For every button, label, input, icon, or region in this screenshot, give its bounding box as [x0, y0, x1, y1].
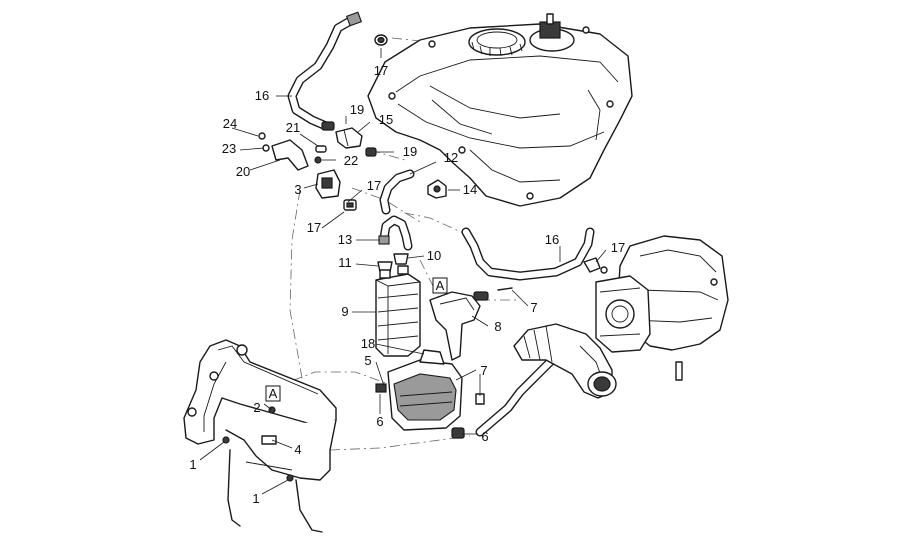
mounting-bracket — [258, 132, 309, 171]
check-valve-assembly — [314, 121, 377, 164]
callout-5: 5 — [364, 353, 371, 368]
charcoal-canister — [375, 265, 421, 357]
callout-17: 17 — [611, 240, 625, 255]
reference-mark-label: A — [269, 386, 278, 401]
callout-17: 17 — [307, 220, 321, 235]
callout-20: 20 — [236, 164, 250, 179]
callout-24: 24 — [223, 116, 237, 131]
callout-18: 18 — [361, 336, 375, 351]
callout-21: 21 — [286, 120, 300, 135]
reference-mark-label: A — [436, 278, 445, 293]
clips-6 — [451, 427, 465, 439]
callout-22: 22 — [344, 153, 358, 168]
canister-bracket — [429, 287, 513, 361]
callout-1: 1 — [189, 457, 196, 472]
callout-3: 3 — [294, 182, 301, 197]
hose-clamp-top — [374, 34, 388, 46]
callout-12: 12 — [444, 150, 458, 165]
callout-16: 16 — [545, 232, 559, 247]
callout-23: 23 — [222, 141, 236, 156]
callout-4: 4 — [294, 442, 301, 457]
callout-17: 17 — [374, 63, 388, 78]
hose-13 — [378, 215, 413, 251]
callout-6: 6 — [376, 414, 383, 429]
callout-2: 2 — [253, 400, 260, 415]
callout-17: 17 — [367, 178, 381, 193]
callout-8: 8 — [494, 319, 501, 334]
part-callouts: 17 16 19 15 24 21 23 22 19 20 12 3 17 14… — [189, 63, 625, 506]
throttle-body-assembly — [595, 235, 729, 381]
callout-7: 7 — [480, 363, 487, 378]
reference-mark-a-frame: A — [265, 385, 281, 402]
vent-hose-upper — [287, 11, 363, 131]
leader-lines — [199, 48, 607, 495]
canister-housing — [375, 349, 485, 431]
intake-boot — [513, 323, 617, 399]
callout-7: 7 — [530, 300, 537, 315]
callout-11: 11 — [338, 255, 352, 270]
clip-14 — [427, 179, 447, 199]
callout-6: 6 — [481, 429, 488, 444]
callout-19: 19 — [350, 102, 364, 117]
callout-10: 10 — [427, 248, 441, 263]
reference-mark-a-canister: A — [432, 277, 448, 294]
callout-19: 19 — [403, 144, 417, 159]
fuel-tank — [367, 13, 633, 207]
callout-13: 13 — [338, 232, 352, 247]
frame-section — [183, 339, 337, 533]
purge-valve — [315, 169, 357, 211]
vent-hose-right — [461, 227, 595, 281]
hose-12 — [379, 169, 415, 215]
callout-15: 15 — [379, 112, 393, 127]
callout-9: 9 — [341, 304, 348, 319]
callout-1: 1 — [252, 491, 259, 506]
callout-14: 14 — [463, 182, 477, 197]
callout-16: 16 — [255, 88, 269, 103]
purge-hose-lower — [475, 349, 567, 437]
